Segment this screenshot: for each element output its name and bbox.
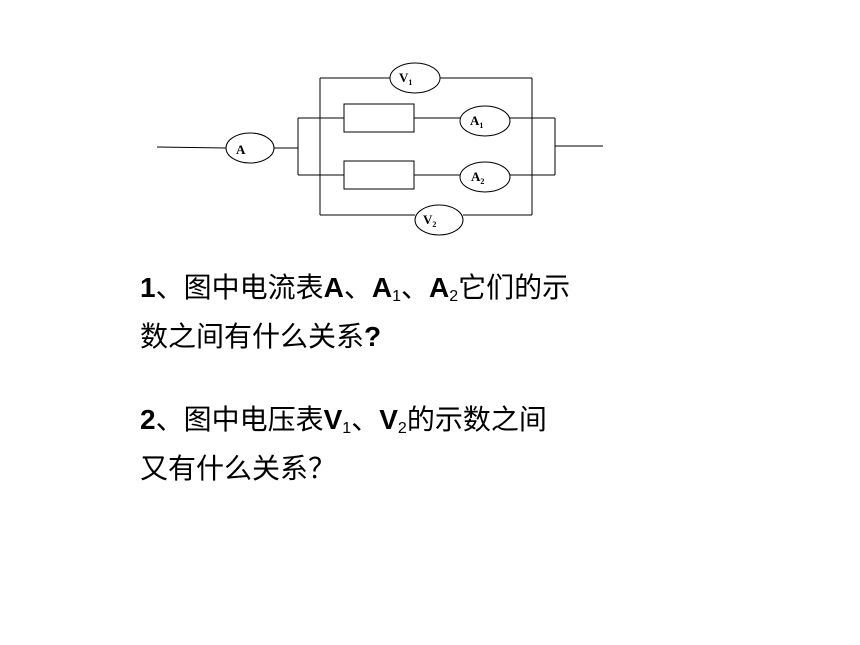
voltmeter-1-label: V1 bbox=[399, 70, 412, 87]
separator: 、 bbox=[343, 271, 372, 304]
ammeter-a-symbol: A bbox=[323, 272, 344, 303]
resistor-2 bbox=[343, 160, 415, 190]
resistor-1 bbox=[343, 103, 415, 133]
parallel-circuit-diagram: A V1 A1 A2 V2 bbox=[156, 62, 603, 236]
ammeter-2-circle bbox=[459, 161, 511, 193]
voltmeter-2-label: V2 bbox=[423, 212, 436, 229]
question-2-line-1: 2、图中电压表V1、V2的示数之间 bbox=[140, 400, 547, 449]
separator: 、 bbox=[155, 403, 184, 436]
main-ammeter-circle bbox=[225, 132, 275, 164]
separator: 、 bbox=[351, 403, 380, 436]
separator: 、 bbox=[155, 271, 184, 304]
question-2-text-3: 又有什么关系？ bbox=[140, 452, 337, 485]
voltmeter-v2-symbol: V bbox=[379, 404, 398, 435]
question-1-number: 1 bbox=[140, 272, 156, 303]
wire-lead-left bbox=[156, 146, 227, 149]
voltmeter-v1-subscript: 1 bbox=[342, 420, 352, 437]
ammeter-1-circle bbox=[459, 105, 511, 137]
ammeter-2-label: A2 bbox=[471, 169, 484, 186]
ammeter-a2-symbol: A bbox=[429, 272, 450, 303]
question-mark: ? bbox=[364, 321, 382, 352]
question-2-text-1: 图中电压表 bbox=[183, 403, 324, 436]
question-1-line-1: 1、图中电流表A、A1、A2它们的示 bbox=[140, 268, 570, 317]
question-1-text-3: 数之间有什么关系 bbox=[140, 320, 365, 353]
voltmeter-v1-symbol: V bbox=[323, 404, 343, 435]
ammeter-a1-subscript: 1 bbox=[392, 288, 401, 305]
ammeter-1-label: A1 bbox=[470, 113, 483, 130]
separator: 、 bbox=[401, 271, 430, 304]
voltmeter-v2-subscript: 2 bbox=[397, 420, 407, 437]
main-ammeter-label: A bbox=[236, 142, 246, 157]
question-1-line-2: 数之间有什么关系? bbox=[140, 317, 570, 357]
voltmeter-2-circle bbox=[414, 204, 464, 236]
question-1: 1、图中电流表A、A1、A2它们的示 数之间有什么关系? bbox=[140, 268, 570, 357]
question-2-text-2: 的示数之间 bbox=[406, 403, 547, 436]
question-1-text-1: 图中电流表 bbox=[183, 271, 324, 304]
question-2-number: 2 bbox=[140, 404, 156, 435]
ammeter-a1-symbol: A bbox=[371, 272, 393, 303]
question-1-text-2: 它们的示 bbox=[458, 271, 571, 304]
ammeter-a2-subscript: 2 bbox=[449, 288, 459, 305]
voltmeter-1-circle bbox=[389, 62, 441, 94]
question-2-line-2: 又有什么关系？ bbox=[140, 449, 547, 489]
question-2: 2、图中电压表V1、V2的示数之间 又有什么关系？ bbox=[140, 400, 547, 489]
